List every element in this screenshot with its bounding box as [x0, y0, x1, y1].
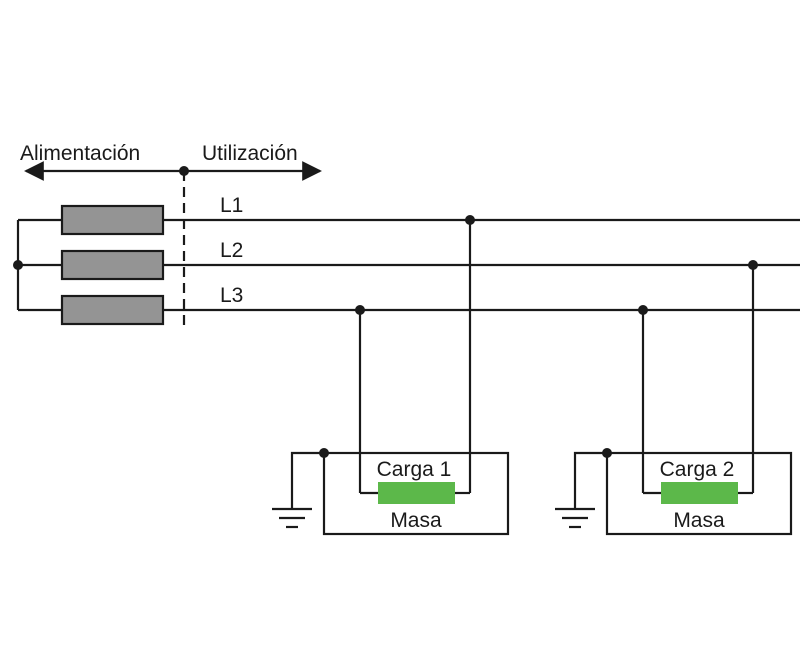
load-1-frame: [322, 451, 510, 536]
fuse-l2: [60, 249, 165, 281]
load-2-group: Carga 2 Masa: [555, 260, 793, 536]
load-1-element: [378, 482, 455, 504]
load-2-earth-wire: [573, 451, 607, 509]
load-1-earth-wire: [290, 451, 324, 509]
line-l1-label: L1: [220, 194, 243, 217]
load-1-frame-label: Masa: [390, 509, 442, 532]
use-label: Utilización: [202, 142, 298, 165]
fuse-l1: [60, 204, 165, 236]
load-2-name: Carga 2: [660, 458, 735, 481]
fuse-l3: [60, 294, 165, 326]
ground-icon: [272, 507, 312, 529]
load-1-name: Carga 1: [377, 458, 452, 481]
line-l2-label: L2: [220, 239, 243, 262]
load-2-frame-label: Masa: [673, 509, 725, 532]
load-2-element: [661, 482, 738, 504]
line-l3-label: L3: [220, 284, 243, 307]
ground-icon: [555, 507, 595, 529]
supply-label: Alimentación: [20, 142, 140, 165]
load-1-group: Carga 1 Masa: [272, 215, 510, 536]
load-2-frame: [605, 451, 793, 536]
